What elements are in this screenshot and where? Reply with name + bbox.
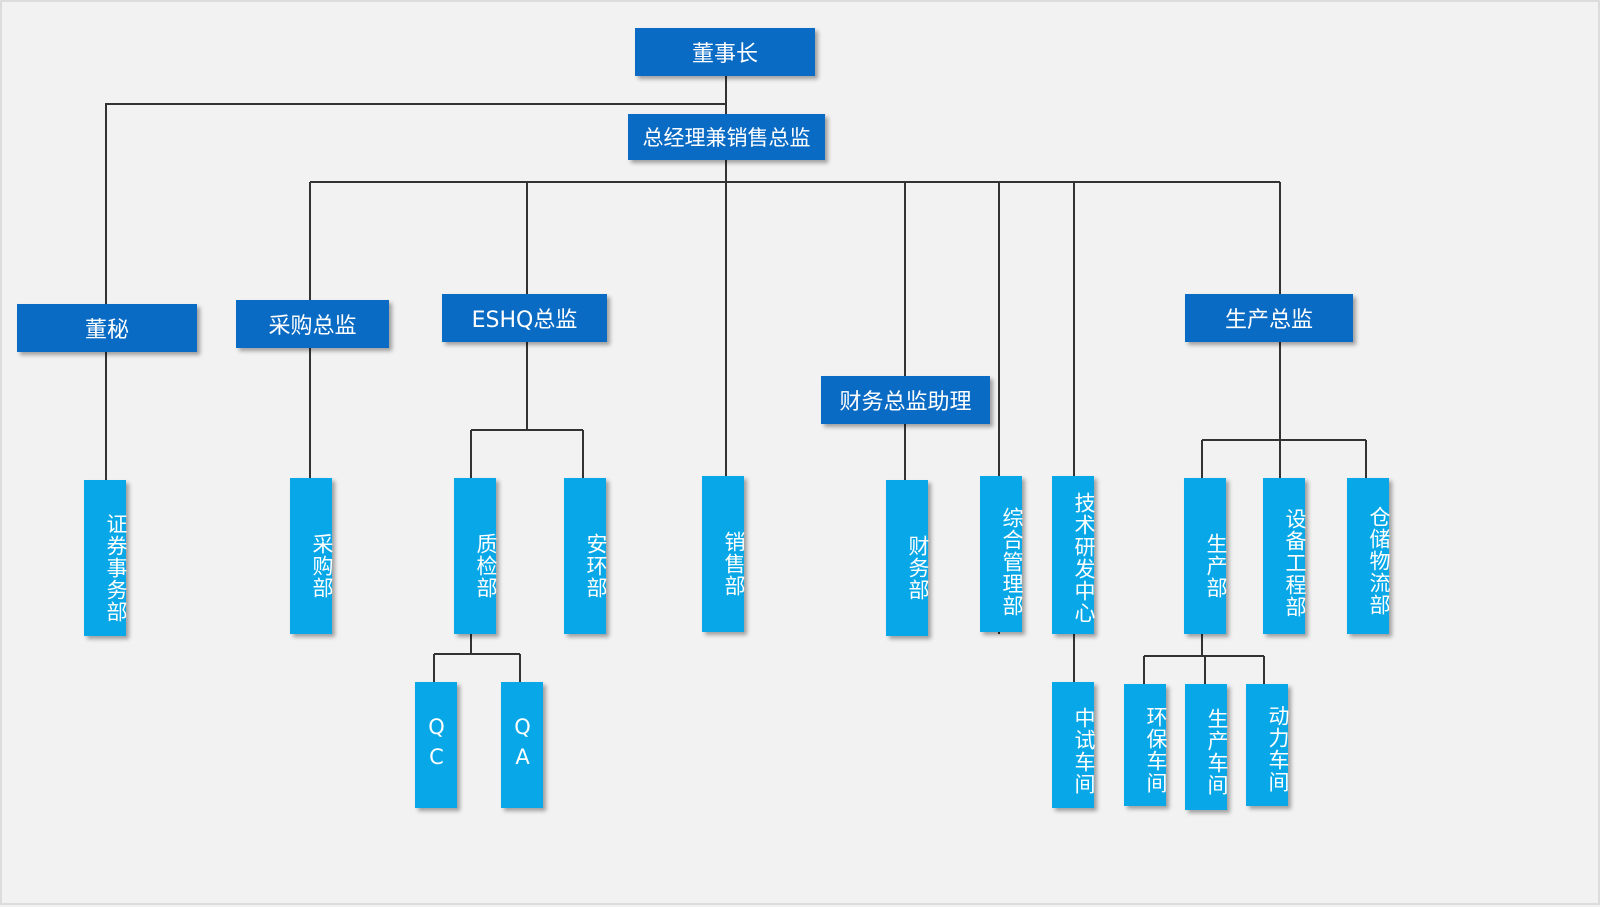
node-quality-dept: 质检部	[454, 478, 498, 634]
node-finance-assistant: 财务总监助理	[821, 376, 990, 424]
node-pilot-workshop: 中试车间	[1052, 682, 1096, 808]
connector-chairman-secretary	[105, 103, 726, 304]
node-procurement-director: 采购总监	[236, 300, 389, 348]
node-rnd-center: 技术研发中心	[1052, 476, 1096, 634]
node-equipment-dept: 设备工程部	[1263, 478, 1307, 634]
node-admin-dept: 综合管理部	[980, 476, 1024, 632]
node-chairman: 董事长	[635, 28, 815, 76]
node-production-dept: 生产部	[1184, 478, 1228, 634]
node-qc: QC	[415, 682, 457, 808]
node-qa: QA	[501, 682, 543, 808]
node-finance-dept: 财务部	[886, 480, 930, 636]
node-board-secretary: 董秘	[17, 304, 197, 352]
node-sales-dept: 销售部	[702, 476, 746, 632]
node-env-workshop: 环保车间	[1124, 684, 1168, 806]
node-eshq-director: ESHQ总监	[442, 294, 607, 342]
node-procurement-dept: 采购部	[290, 478, 334, 634]
node-gm: 总经理兼销售总监	[628, 114, 825, 160]
node-production-workshop: 生产车间	[1185, 684, 1229, 810]
node-safety-env-dept: 安环部	[564, 478, 608, 634]
node-securities-dept: 证券事务部	[84, 480, 128, 636]
node-production-director: 生产总监	[1185, 294, 1353, 342]
node-power-workshop: 动力车间	[1246, 684, 1290, 806]
node-logistics-dept: 仓储物流部	[1347, 478, 1391, 634]
